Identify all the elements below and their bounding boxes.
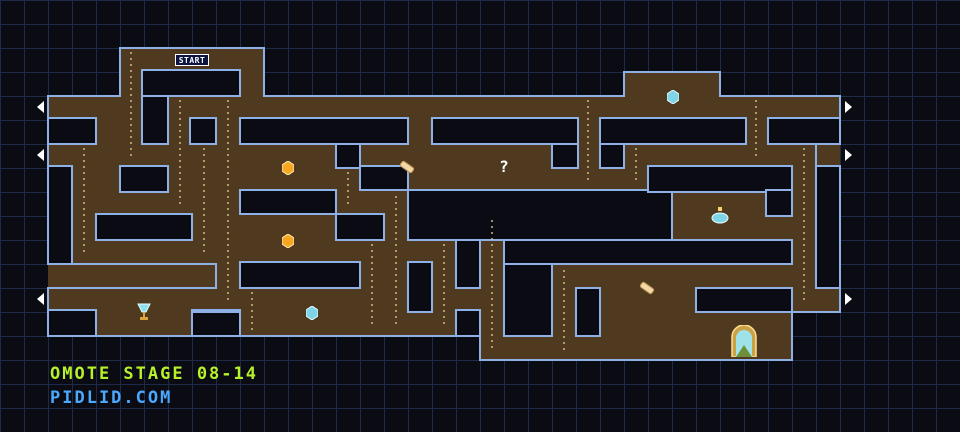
blue-gem-icon [306, 306, 318, 320]
maze-rails [83, 52, 805, 350]
goblet-icon [137, 303, 151, 320]
mystery-question-mark: ? [499, 157, 509, 176]
right-exit-arrow-icon[interactable] [845, 149, 852, 161]
scroll-icon [399, 160, 415, 174]
right-exit-arrow-icon[interactable] [845, 293, 852, 305]
exit-door-icon[interactable] [730, 325, 758, 357]
left-exit-arrow-icon[interactable] [37, 293, 44, 305]
start-marker: START [175, 54, 209, 66]
website-label: PIDLID.COM [50, 388, 173, 408]
potion-icon [711, 207, 729, 224]
maze-outline [47, 47, 841, 361]
blue-gem-icon [667, 90, 679, 104]
scroll-icon [639, 281, 655, 295]
right-exit-arrow-icon[interactable] [845, 101, 852, 113]
left-exit-arrow-icon[interactable] [37, 101, 44, 113]
orange-gem-icon [282, 161, 294, 175]
orange-gem-icon [282, 234, 294, 248]
left-exit-arrow-icon[interactable] [37, 149, 44, 161]
stage-title: OMOTE STAGE 08-14 [50, 364, 258, 384]
maze-walls [47, 69, 841, 337]
